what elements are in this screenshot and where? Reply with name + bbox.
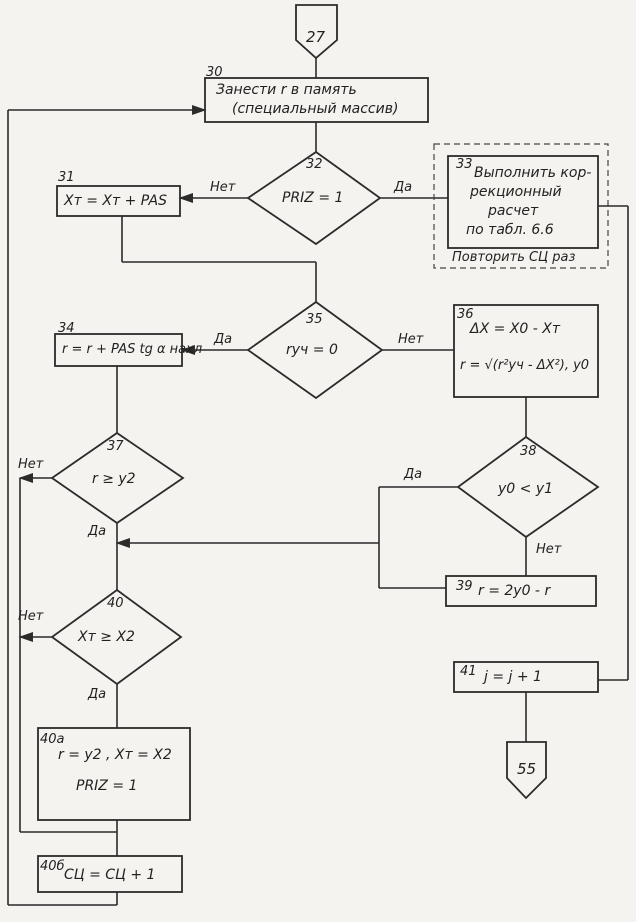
block-33-shape bbox=[447, 155, 599, 249]
block-36-line2: r = √(r²уч - ΔX²), y0 bbox=[460, 358, 590, 373]
decision-35-number: 35 bbox=[306, 312, 323, 327]
block-34-text: r = r + PAS tg α нахл bbox=[62, 342, 203, 357]
decision-37-number: 37 bbox=[107, 439, 124, 454]
block-40b-number: 40б bbox=[40, 859, 65, 874]
block-41-text: j = j + 1 bbox=[484, 669, 542, 685]
block-40a-line2: PRIZ = 1 bbox=[76, 778, 138, 794]
decision-35-yes-label: Да bbox=[214, 332, 233, 347]
decision-40-text: Xт ≥ X2 bbox=[78, 629, 135, 645]
block-33-line1: Выполнить кор- bbox=[474, 165, 592, 181]
decision-37-text: r ≥ y2 bbox=[92, 471, 136, 487]
decision-40-number: 40 bbox=[107, 596, 124, 611]
block-31-number: 31 bbox=[58, 170, 75, 185]
connector-55-label: 55 bbox=[517, 760, 537, 778]
block-40a-line1: r = y2 , Xт = X2 bbox=[58, 747, 172, 763]
block-41-number: 41 bbox=[460, 664, 477, 679]
block-40a-number: 40а bbox=[40, 732, 65, 747]
block-30-line1: Занести r в память bbox=[216, 82, 357, 98]
block-39-number: 39 bbox=[456, 579, 473, 594]
block-39-shape bbox=[445, 575, 597, 607]
block-39-text: r = 2y0 - r bbox=[478, 583, 551, 599]
decision-37-no-label: Нет bbox=[18, 457, 44, 472]
block-36-number: 36 bbox=[457, 307, 474, 322]
decision-32-yes-label: Да bbox=[394, 180, 413, 195]
block-30-number: 30 bbox=[206, 65, 223, 80]
block-31-text: Xт = Xт + PAS bbox=[64, 193, 167, 209]
connector-27-label: 27 bbox=[306, 28, 326, 46]
block-40b-shape bbox=[37, 855, 183, 893]
decision-38-text: y0 < y1 bbox=[498, 481, 554, 497]
block-36-line1: ΔX = X0 - Xт bbox=[470, 321, 560, 337]
block-33-number: 33 bbox=[456, 157, 473, 172]
decision-38-no-label: Нет bbox=[536, 542, 562, 557]
decision-38-number: 38 bbox=[520, 444, 537, 459]
decision-35-text: rуч = 0 bbox=[286, 342, 338, 358]
block-33-line2: рекционный bbox=[470, 184, 562, 200]
decision-32-no-label: Нет bbox=[210, 180, 236, 195]
block-40b-text: СЦ = СЦ + 1 bbox=[64, 867, 156, 883]
decision-37-yes-label: Да bbox=[88, 524, 107, 539]
decision-32-shape bbox=[246, 150, 382, 246]
decision-32-text: PRIZ = 1 bbox=[282, 190, 344, 206]
connector-55-shape bbox=[506, 741, 547, 800]
decision-38-yes-label: Да bbox=[404, 467, 423, 482]
block-31-shape bbox=[56, 185, 181, 217]
block-33-line4: по табл. 6.6 bbox=[466, 222, 554, 238]
decision-40-no-label: Нет bbox=[18, 609, 44, 624]
decision-35-shape bbox=[246, 300, 384, 400]
block-34-number: 34 bbox=[58, 321, 75, 336]
block-30-line2: (специальный массив) bbox=[232, 101, 399, 117]
block-36-shape bbox=[453, 304, 599, 398]
block-40a-shape bbox=[37, 727, 191, 821]
block-34-shape bbox=[54, 333, 183, 367]
decision-35-no-label: Нет bbox=[398, 332, 424, 347]
block-33-line3: расчет bbox=[488, 203, 539, 219]
block-33-footer: Повторить СЦ раз bbox=[452, 250, 576, 265]
connector-27-shape bbox=[295, 4, 338, 60]
decision-32-number: 32 bbox=[306, 157, 323, 172]
decision-40-yes-label: Да bbox=[88, 687, 107, 702]
